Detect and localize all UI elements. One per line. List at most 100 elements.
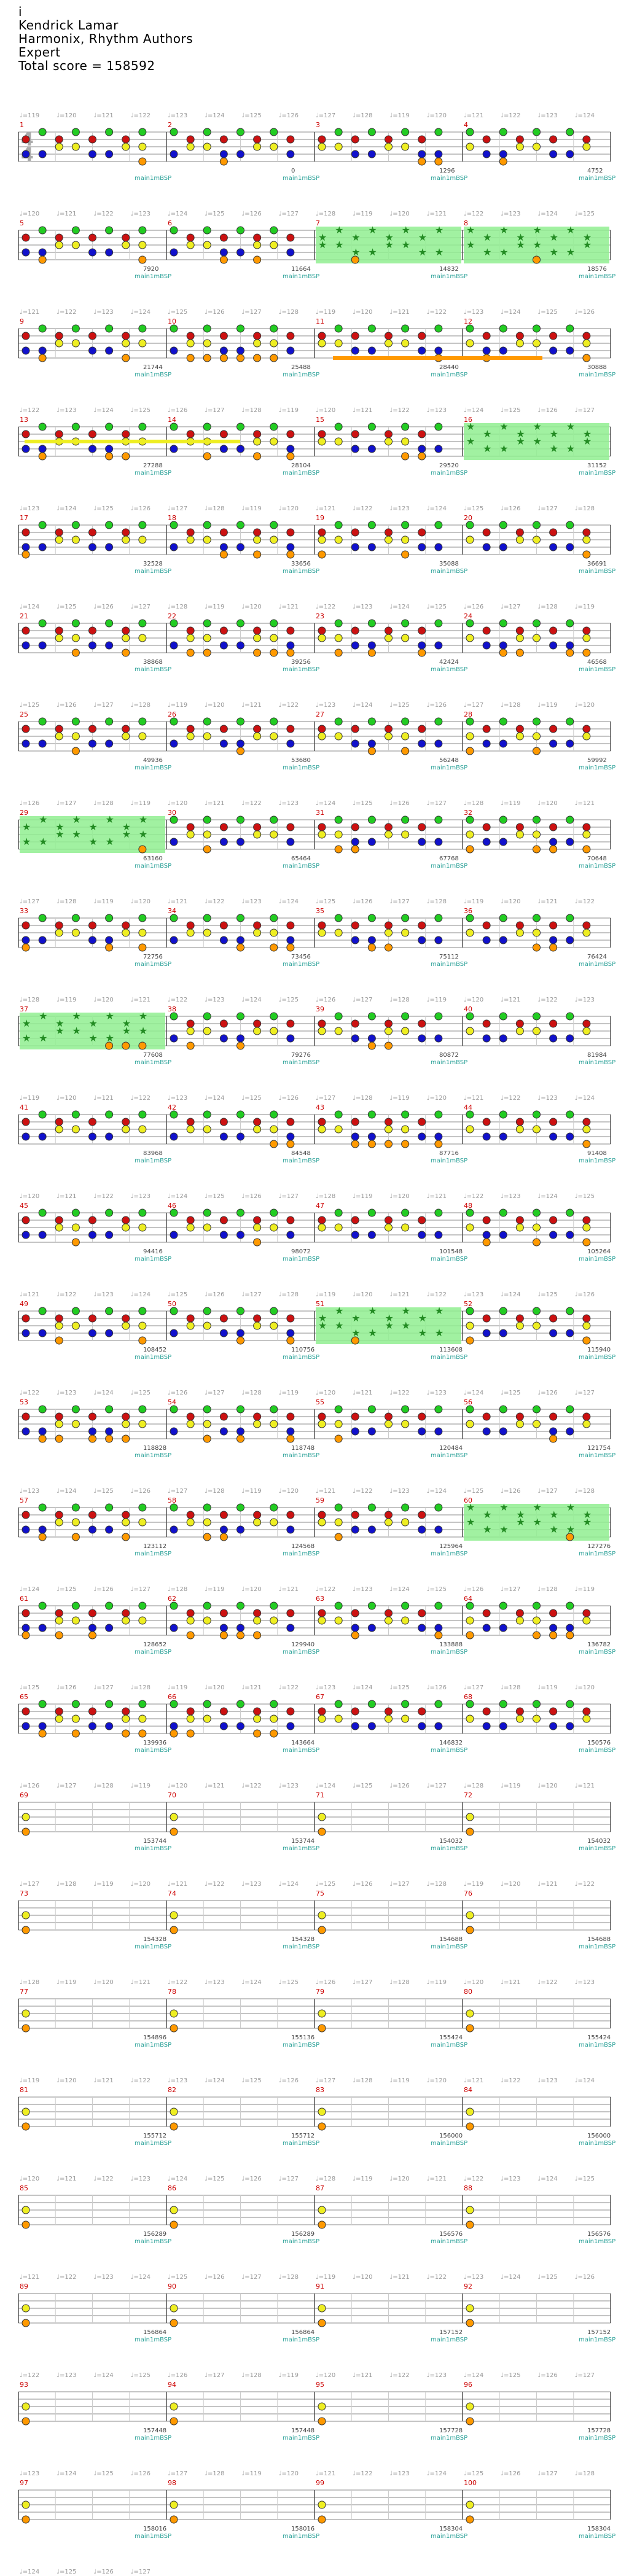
note-gem — [466, 2122, 474, 2131]
tempo-label: ♩=126 — [279, 2077, 299, 2084]
note-gem — [71, 128, 80, 136]
note-gem — [170, 1700, 178, 1708]
note-gem — [549, 332, 558, 340]
note-gem — [21, 1926, 30, 1934]
tempo-label: ♩=120 — [538, 800, 558, 807]
note-gem — [253, 928, 262, 937]
note-gem — [38, 226, 47, 235]
note-gem — [334, 1616, 343, 1625]
section-marker: main1mBSP — [431, 765, 467, 771]
tempo-label: ♩=119 — [390, 1095, 410, 1102]
section-marker: main1mBSP — [431, 273, 467, 280]
note-gem — [334, 1601, 343, 1610]
measure-score: 84548 — [291, 1150, 311, 1157]
note-gem — [566, 128, 574, 136]
tempo-label: ♩=125 — [205, 2176, 224, 2182]
measure-number: 22 — [168, 612, 176, 620]
note-gem — [55, 1631, 63, 1640]
note-gem — [55, 928, 63, 937]
measure-number: 72 — [464, 1791, 472, 1799]
note-gem — [203, 226, 211, 235]
star-note: ★ — [368, 1305, 377, 1317]
measure-number: 38 — [168, 1005, 176, 1013]
note-gem — [186, 1518, 195, 1527]
note-gem — [71, 1238, 80, 1247]
note-gem — [55, 1216, 63, 1224]
measure-number: 21 — [20, 612, 28, 620]
note-gem — [55, 535, 63, 544]
measure-number: 56 — [464, 1398, 472, 1406]
note-gem — [203, 717, 211, 726]
tempo-label: ♩=127 — [538, 505, 558, 512]
note-gem — [286, 1329, 295, 1337]
tempo-label: ♩=125 — [353, 1783, 372, 1789]
note-gem — [21, 1722, 30, 1730]
star-note: ★ — [402, 239, 410, 251]
note-gem — [203, 914, 211, 922]
note-gem — [367, 815, 376, 824]
note-gem — [582, 1609, 591, 1617]
note-gem — [88, 626, 96, 635]
note-gem — [401, 521, 410, 529]
measure-score: 101548 — [439, 1248, 463, 1255]
note-gem — [186, 1616, 195, 1625]
note-gem — [253, 430, 262, 438]
note-gem — [434, 1631, 443, 1640]
note-gem — [186, 142, 195, 151]
section-marker: main1mBSP — [135, 2140, 171, 2147]
note-gem — [401, 717, 410, 726]
measure-number: 16 — [464, 416, 472, 424]
difficulty-label: Expert — [18, 45, 61, 60]
note-gem — [236, 1041, 244, 1050]
note-gem — [466, 1012, 474, 1021]
note-gem — [401, 339, 410, 348]
note-gem — [71, 142, 80, 151]
note-gem — [334, 535, 343, 544]
note-gem — [55, 1118, 63, 1126]
note-gem — [203, 535, 211, 544]
star-note: ★ — [335, 224, 343, 236]
tempo-label: ♩=127 — [168, 2470, 187, 2477]
note-gem — [170, 150, 178, 158]
tempo-label: ♩=121 — [316, 2470, 335, 2477]
note-gem — [434, 1624, 443, 1632]
note-gem — [499, 717, 507, 726]
star-note: ★ — [418, 1312, 427, 1324]
tempo-label: ♩=125 — [168, 1291, 187, 1298]
note-gem — [434, 1208, 443, 1217]
note-gem — [318, 2206, 326, 2214]
note-gem — [499, 648, 507, 657]
note-gem — [170, 936, 178, 944]
note-gem — [401, 914, 410, 922]
star-note: ★ — [402, 1320, 410, 1331]
note-gem — [38, 1307, 47, 1315]
note-gem — [401, 1027, 410, 1035]
measure-number: 28 — [464, 710, 472, 718]
star-note: ★ — [533, 421, 542, 432]
measure-score: 29520 — [439, 462, 459, 469]
tempo-label: ♩=128 — [427, 898, 447, 905]
tempo-label: ♩=121 — [57, 2176, 76, 2182]
note-gem — [253, 1027, 262, 1035]
note-gem — [499, 815, 507, 824]
note-gem — [318, 1511, 326, 1519]
note-gem — [286, 1336, 295, 1345]
measure-score: 155424 — [439, 2034, 463, 2041]
note-gem — [549, 921, 558, 930]
tempo-label: ♩=123 — [575, 1979, 595, 1986]
note-gem — [318, 1118, 326, 1126]
note-gem — [122, 928, 130, 937]
tempo-label: ♩=121 — [168, 898, 187, 905]
note-gem — [138, 324, 147, 333]
note-gem — [499, 1231, 507, 1239]
tempo-label: ♩=126 — [20, 1783, 39, 1789]
note-gem — [533, 1321, 541, 1330]
note-gem — [236, 1631, 244, 1640]
tempo-label: ♩=125 — [538, 2274, 558, 2281]
note-gem — [236, 619, 244, 628]
tempo-label: ♩=120 — [20, 211, 39, 217]
note-gem — [253, 1420, 262, 1428]
note-gem — [122, 241, 130, 249]
note-gem — [367, 346, 376, 355]
